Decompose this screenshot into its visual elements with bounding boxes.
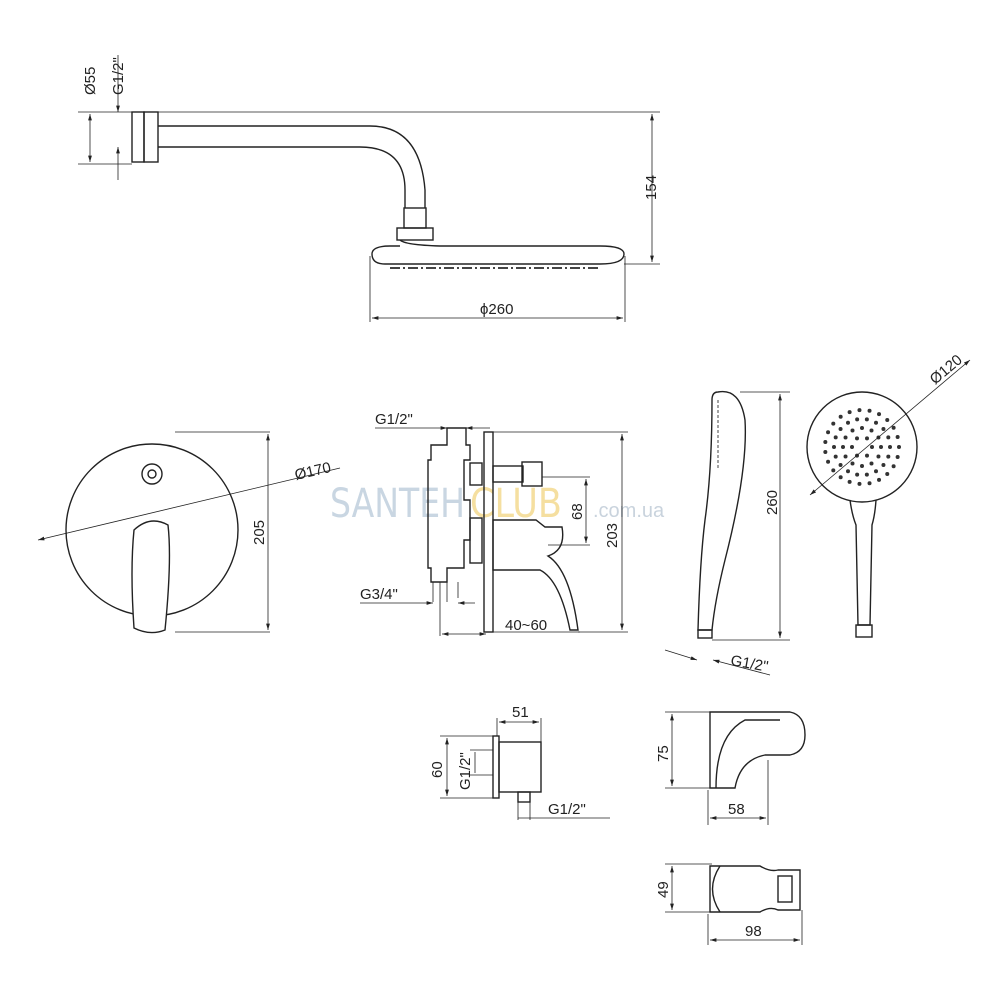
hand-shower-front-drawing: Ø120 xyxy=(806,351,971,638)
watermark-suffix: .com.ua xyxy=(593,500,665,522)
mixer-front-drawing: Ø170 205 xyxy=(37,431,341,634)
dim-outlet-side-thread: G1/2" xyxy=(457,752,474,790)
nozzle-dot xyxy=(897,445,901,449)
shower-head-drawing: Ø55 G1/2" 154 ϕ260 xyxy=(78,55,660,322)
nozzle-dot xyxy=(885,417,890,422)
nozzle-dot xyxy=(838,414,843,419)
nozzle-dot xyxy=(823,450,828,455)
nozzle-dot xyxy=(838,427,843,432)
nozzle-dot xyxy=(870,445,874,449)
nozzle-dot xyxy=(831,421,836,426)
nozzle-dot xyxy=(843,435,848,440)
dim-hand-shower-length: 260 xyxy=(764,490,781,515)
nozzle-dot xyxy=(869,461,874,466)
nozzle-dot xyxy=(874,420,878,425)
holder-top-drawing: 49 98 xyxy=(655,863,803,945)
dim-arm-thread: G1/2" xyxy=(110,57,127,95)
nozzle-dot xyxy=(838,462,843,467)
nozzle-dot xyxy=(891,425,896,430)
dim-handle-offset: 68 xyxy=(569,503,586,520)
nozzle-dot xyxy=(877,477,882,482)
nozzle-dot xyxy=(847,479,852,484)
dim-flange-diameter: Ø55 xyxy=(82,67,99,95)
nozzle-dot xyxy=(867,481,872,486)
nozzle-dot xyxy=(895,454,900,459)
nozzle-dot xyxy=(855,417,860,422)
nozzle-dot xyxy=(864,417,869,422)
nozzle-dot xyxy=(855,436,859,441)
nozzle-dot xyxy=(850,461,855,466)
dim-holder-depth: 58 xyxy=(728,801,745,818)
nozzle-dot xyxy=(838,475,843,480)
dim-plate-diameter: Ø170 xyxy=(293,459,333,484)
nozzle-dot xyxy=(885,472,890,477)
watermark-text-1: SANTEH xyxy=(330,481,465,527)
wall-outlet-drawing: 51 60 G1/2" G1/2" xyxy=(429,704,610,820)
nozzle-dot xyxy=(855,472,860,477)
dim-install-depth: 40~60 xyxy=(505,617,547,634)
dim-hand-shower-diameter: Ø120 xyxy=(927,351,966,388)
nozzle-dot xyxy=(846,420,850,425)
dim-outlet-thread: G3/4" xyxy=(360,586,398,603)
nozzle-dot xyxy=(869,428,874,433)
nozzle-dot xyxy=(879,445,883,449)
dim-arm-height: 154 xyxy=(643,175,660,200)
nozzle-dot xyxy=(881,427,886,432)
nozzle-dot xyxy=(857,408,862,413)
nozzle-dot xyxy=(867,408,872,413)
nozzle-dot xyxy=(857,481,862,486)
dim-plate-height: 205 xyxy=(251,520,268,545)
nozzle-dot xyxy=(888,445,892,449)
dim-head-diameter: ϕ260 xyxy=(480,301,513,318)
nozzle-dot xyxy=(841,445,845,449)
nozzle-dot xyxy=(876,454,881,459)
nozzle-dot xyxy=(823,439,828,444)
nozzle-dot xyxy=(860,426,864,430)
nozzle-dot xyxy=(833,454,838,459)
dim-side-height: 203 xyxy=(604,523,621,548)
nozzle-dot xyxy=(846,469,850,474)
dim-holder-height: 75 xyxy=(655,745,672,762)
nozzle-dot xyxy=(881,462,886,467)
nozzle-dot xyxy=(895,435,900,440)
nozzle-dot xyxy=(826,459,831,464)
nozzle-dot xyxy=(847,410,852,415)
nozzle-dot xyxy=(864,472,869,477)
watermark: SANTEH CLUB .com.ua xyxy=(330,481,665,527)
nozzle-dot xyxy=(865,436,869,441)
dim-hand-shower-thread: G1/2" xyxy=(729,652,769,675)
nozzle-dot xyxy=(886,435,891,440)
nozzle-dot xyxy=(886,454,891,459)
nozzle-dot xyxy=(865,453,869,458)
nozzle-dot xyxy=(826,430,831,435)
dim-outlet-width: 51 xyxy=(512,704,529,721)
hand-shower-drawing: 260 G1/2" xyxy=(664,390,790,676)
nozzle-dot xyxy=(850,428,855,433)
dim-holder-top-length: 98 xyxy=(745,923,762,940)
nozzle-dot xyxy=(860,464,864,468)
holder-side-drawing: 75 58 xyxy=(655,711,806,825)
nozzle-dot xyxy=(843,454,848,459)
nozzle-dot xyxy=(832,445,836,449)
nozzle-dot xyxy=(874,469,878,474)
dim-outlet-bottom-thread: G1/2" xyxy=(548,801,586,818)
nozzle-dot xyxy=(831,468,836,473)
dim-inlet-thread: G1/2" xyxy=(375,411,413,428)
mixer-side-drawing: G1/2" G3/4" 40~60 68 203 xyxy=(360,411,628,636)
dim-outlet-height: 60 xyxy=(429,761,446,778)
nozzle-dot xyxy=(850,445,854,449)
nozzle-dot xyxy=(891,464,896,469)
nozzle-dot xyxy=(833,435,838,440)
dim-holder-top-height: 49 xyxy=(655,881,672,898)
nozzle-dot xyxy=(877,412,882,417)
